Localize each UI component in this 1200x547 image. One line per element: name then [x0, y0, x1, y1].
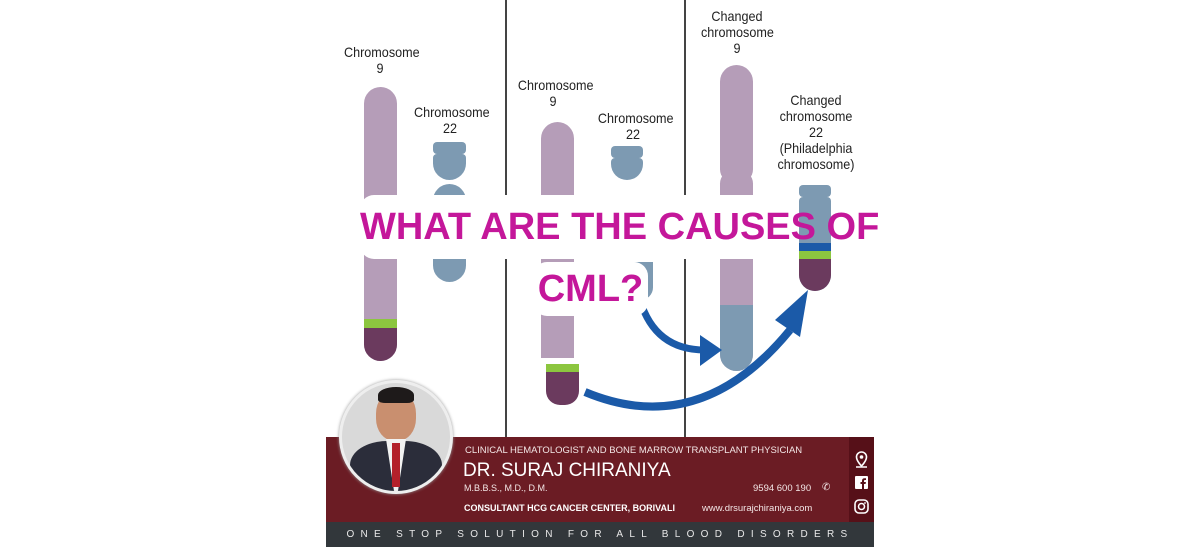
hair	[378, 387, 414, 403]
chr22-label: Chromosome 22	[597, 110, 674, 142]
title-line-1: WHAT ARE THE CAUSES OF	[360, 195, 879, 259]
philadelphia-chromosome	[799, 197, 831, 291]
changed-chr9-label: Changed chromosome 9	[701, 8, 774, 56]
chr22-label: Chromosome 22	[414, 104, 490, 136]
phone: 9594 600 190	[753, 483, 812, 494]
philadelphia-chr-label: Changed chromosome 22 (Philadelphia chro…	[777, 92, 855, 172]
degrees: M.B.B.S., M.D., D.M.	[464, 483, 548, 493]
specialty: CLINICAL HEMATOLOGIST AND BONE MARROW TR…	[465, 445, 803, 456]
website-link[interactable]: www.drsurajchiraniya.com	[702, 503, 813, 514]
philadelphia-chromosome-top	[799, 185, 831, 197]
chromosome-22-top	[611, 146, 643, 158]
changed-chromosome-9-top	[720, 65, 753, 183]
position: CONSULTANT HCG CANCER CENTER, BORIVALI	[464, 503, 675, 513]
chromosome-22	[611, 158, 643, 180]
instagram-icon[interactable]	[854, 499, 869, 514]
doctor-name: DR. SURAJ CHIRANIYA	[463, 460, 671, 481]
phone-icon: ✆	[822, 482, 831, 493]
chromosome-22	[433, 154, 466, 180]
doctor-avatar	[339, 380, 453, 494]
chr9-label: Chromosome 9	[517, 77, 594, 109]
title-line-2: CML?	[533, 262, 648, 316]
location-icon[interactable]	[855, 451, 868, 468]
social-icons	[849, 437, 874, 522]
chromosome-9-fragment	[546, 364, 579, 405]
chr9-label: Chromosome 9	[344, 44, 420, 76]
tagline: ONE STOP SOLUTION FOR ALL BLOOD DISORDER…	[326, 522, 874, 547]
chromosome-22-top	[433, 142, 466, 154]
tie	[392, 443, 400, 487]
facebook-icon[interactable]	[855, 476, 868, 489]
